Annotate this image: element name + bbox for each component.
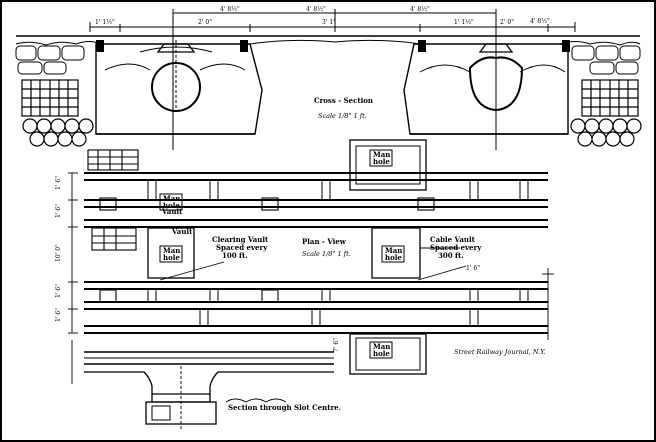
dim-plan-d: 1' 6" [55,284,62,298]
credit-line: Street Railway Journal, N.Y. [454,348,546,356]
manhole-3-line1: Man [385,246,402,255]
vault-upper-label: Vault [161,207,183,216]
manhole-1-line2: hole [373,157,390,166]
manhole-3-line2: hole [385,253,402,262]
manhole-box-1 [369,149,393,167]
dim-top-center-right: 4' 8½" [410,6,430,13]
dim-sub-left-1: 1' 1½" [95,19,115,26]
vault-left-label: Vault [171,227,193,236]
manhole-5-line2: hole [163,201,180,210]
manhole-4-line1: Man [373,342,390,351]
manhole-2-line2: hole [163,253,180,262]
cable-vault-line1: Cable Vault [430,235,476,244]
manhole-2-line1: Man [163,246,180,255]
manhole-5-line1: Man [163,194,180,203]
dim-plan-a: 1' 6" [55,176,62,190]
dim-sub-right-2: 2' 0" [500,19,514,26]
dim-top-center-left: 4' 8½" [306,6,326,13]
cross-section-scale: Scale 1/8" 1 ft. [318,112,367,120]
clearing-vault-line2: Spaced every [216,243,268,252]
manhole-box-3 [381,245,405,263]
cross-section [15,35,642,147]
slot-section [71,340,334,430]
manhole-box-2 [159,245,183,263]
dim-plan-f: 1' 6" [466,265,480,272]
manhole-box-4 [369,341,393,359]
plan-view-title: Plan - View [302,237,347,246]
clearing-vault-line1: Clearing Vault [212,235,269,244]
dim-plan-c: 10' 0" [55,244,62,262]
cross-section-title: Cross - Section [314,96,373,105]
top-dimension-lines [89,9,576,150]
plan-view-scale: Scale 1/8" 1 ft. [302,250,351,258]
cable-vault-line2: Spaced every [430,243,482,252]
manhole-box-5 [159,193,183,211]
clearing-vault-line3: 100 ft. [222,251,248,260]
dim-plan-b: 1' 6" [55,204,62,218]
dim-top-left: 4' 8½" [220,6,240,13]
dim-sub-left-2: 2' 0" [198,19,212,26]
dim-sub-mid: 3' 1" [322,19,336,26]
manhole-4-line2: hole [373,349,390,358]
dim-side-1: 7' 6" [333,338,340,352]
dim-plan-e: 1' 6" [55,308,62,322]
slot-section-title: Section through Slot Centre. [228,403,341,412]
plan-view [68,139,554,375]
dim-top-right: 4' 8½" [530,18,550,25]
manhole-1-line1: Man [373,150,390,159]
dim-sub-right-1: 1' 1½" [454,19,474,26]
cable-vault-line3: 300 ft. [438,251,464,260]
